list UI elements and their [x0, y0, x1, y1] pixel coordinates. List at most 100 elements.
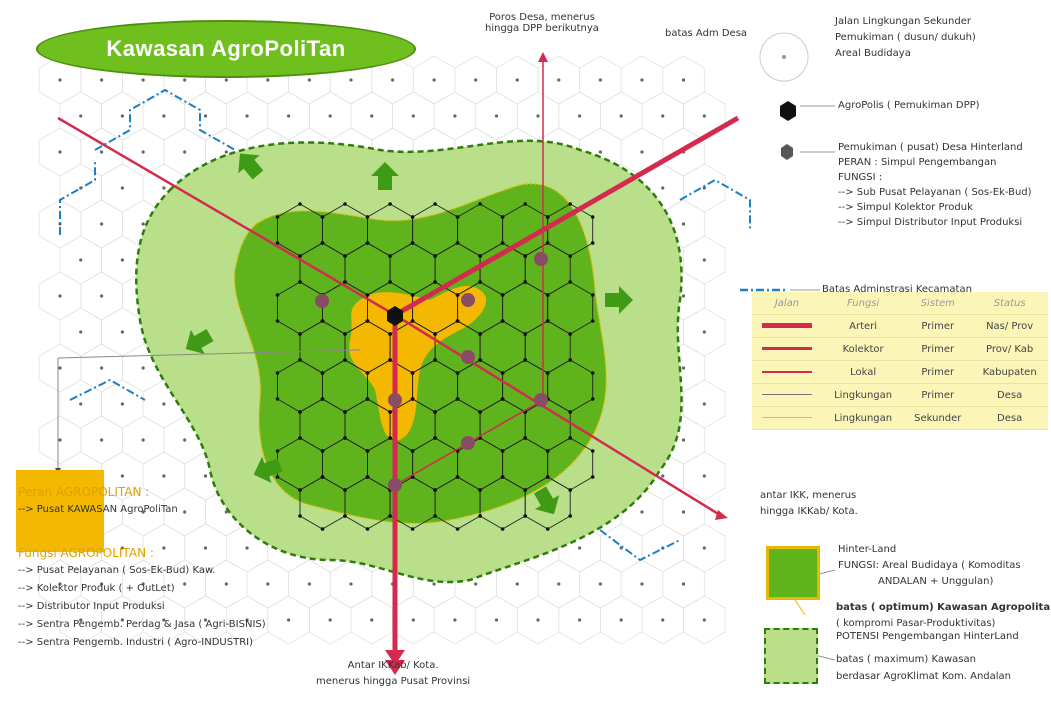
- inner-node: [500, 319, 505, 323]
- expansion-arrows: [185, 153, 633, 515]
- inner-node: [298, 410, 302, 414]
- settlement-dot: [702, 186, 706, 190]
- inner-node: [365, 397, 370, 401]
- row-fungsi: Lingkungan: [822, 383, 905, 407]
- settlement-dot: [183, 510, 187, 514]
- pemukiman-legend-icon: [781, 144, 793, 160]
- settlement-dot: [349, 78, 353, 82]
- settlement-dot: [162, 402, 166, 406]
- settlement-dot: [58, 78, 62, 82]
- pemukiman-line5: --> Simpul Kolektor Produk: [838, 202, 973, 213]
- settlement-dot: [141, 510, 145, 514]
- inner-node: [568, 332, 572, 336]
- settlement-nodes: [315, 252, 548, 492]
- agropolis-node: [387, 306, 403, 326]
- inner-node: [388, 358, 392, 362]
- inner-node: [365, 215, 370, 219]
- line-sample-cell: [752, 337, 822, 361]
- settlement-dot: [120, 114, 124, 118]
- settlement-dot: [578, 546, 582, 550]
- line-sample-lokal: [762, 370, 812, 373]
- settlement-dot: [681, 510, 686, 514]
- inner-node: [568, 410, 572, 414]
- hinterland-swatch: [766, 546, 820, 600]
- hinterland-road-network: [275, 202, 595, 531]
- desa-center-node: [388, 393, 402, 407]
- settlement-dot: [141, 582, 145, 586]
- inner-node: [343, 436, 347, 440]
- settlement-dot: [99, 294, 104, 298]
- batas-adm-label: batas Adm Desa: [665, 28, 748, 39]
- inner-node: [343, 410, 347, 414]
- settlement-dot: [120, 546, 124, 550]
- peran-item: --> Pusat KAWASAN AgroPoliTan: [18, 504, 178, 515]
- pemukiman-line1: Pemukiman ( pusat) Desa Hinterland: [838, 142, 1023, 153]
- settlement-dot: [224, 78, 228, 82]
- inner-node: [275, 293, 280, 297]
- inner-node: [500, 397, 505, 401]
- settlement-dot: [120, 330, 124, 334]
- settlement-dot: [287, 114, 291, 118]
- inner-node: [320, 449, 325, 453]
- inner-node: [343, 254, 347, 258]
- inner-node: [590, 397, 595, 401]
- inner-node: [343, 514, 347, 518]
- top-road-label-line2: hingga DPP berikutnya: [485, 23, 599, 34]
- line-sample-cell: [752, 314, 822, 338]
- row-sistem: Sekunder: [904, 406, 972, 430]
- inner-node: [320, 319, 325, 323]
- settlement-dot: [183, 438, 187, 442]
- settlement-dot: [203, 546, 208, 550]
- settlement-dot: [681, 78, 686, 82]
- header-sistem: Sistem: [904, 292, 972, 315]
- settlement-dot: [557, 78, 561, 82]
- pemukiman-line6: --> Simpul Distributor Input Produksi: [838, 217, 1023, 228]
- settlement-dot: [453, 618, 457, 622]
- settlement-dot: [79, 258, 83, 262]
- fungsi-title: Fungsi AGROPOLITAN :: [18, 546, 154, 560]
- page-title: Kawasan AgroPoliTan: [106, 36, 346, 61]
- settlement-dot: [640, 78, 644, 82]
- header-status: Status: [971, 292, 1048, 315]
- inner-node: [365, 449, 370, 453]
- settlement-dot: [349, 582, 353, 586]
- settlement-dot: [120, 402, 124, 406]
- road-legend-table: Jalan Fungsi Sistem Status Arteri Primer…: [752, 292, 1048, 430]
- inner-node: [275, 475, 280, 479]
- table-row: Arteri Primer Nas/ Prov: [752, 314, 1048, 338]
- inner-node: [455, 475, 460, 479]
- inner-node: [275, 241, 280, 245]
- inner-node: [478, 488, 482, 492]
- inner-node: [410, 241, 415, 245]
- settlement-dot: [598, 78, 602, 82]
- settlement-dot: [515, 78, 519, 82]
- legend-batas-optimum: batas ( optimum) Kawasan Agropolitan ( k…: [836, 600, 1051, 632]
- settlement-dot: [307, 582, 312, 586]
- inner-node: [320, 397, 325, 401]
- inner-node: [568, 280, 572, 284]
- top-road-label-line1: Poros Desa, menerus: [489, 12, 595, 23]
- settlement-dot: [266, 78, 270, 82]
- inner-node: [478, 254, 482, 258]
- legend-jalan-lingkungan: Jalan Lingkungan Sekunder: [835, 16, 971, 27]
- settlement-dot: [203, 618, 208, 622]
- row-sistem: Primer: [904, 337, 972, 361]
- settlement-dot: [162, 114, 166, 118]
- settlement-dot: [681, 582, 686, 586]
- inner-node: [478, 514, 482, 518]
- settlement-dot: [99, 438, 104, 442]
- settlement-dot: [598, 582, 602, 586]
- settlement-dot: [390, 78, 395, 82]
- kolektor-road-north-west: [57, 116, 396, 317]
- inner-node: [545, 527, 550, 531]
- settlement-dot: [141, 366, 145, 370]
- inner-node: [410, 319, 415, 323]
- inner-node: [433, 202, 437, 206]
- settlement-dot: [370, 114, 374, 118]
- settlement-dot: [474, 78, 478, 82]
- batas-kecamatan-lines: [59, 88, 751, 562]
- growth-arrow: [371, 162, 399, 190]
- settlement-dot: [99, 222, 104, 226]
- settlement-dot: [411, 618, 415, 622]
- growth-arrow: [253, 456, 283, 483]
